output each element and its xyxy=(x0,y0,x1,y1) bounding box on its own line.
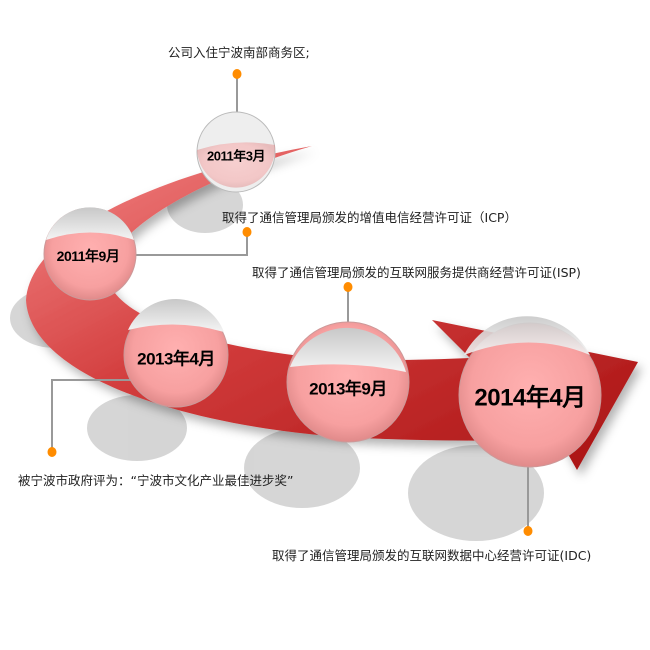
connector-dots xyxy=(47,69,533,536)
date-2013-09: 2013年9月 xyxy=(309,379,387,399)
milestone-text-2011-09: 取得了通信管理局颁发的增值电信经营许可证（ICP） xyxy=(222,210,517,225)
milestone-text-2014-04: 取得了通信管理局颁发的互联网数据中心经营许可证(IDC) xyxy=(272,548,592,563)
date-bubbles xyxy=(43,111,602,468)
date-2014-04: 2014年4月 xyxy=(474,384,586,412)
date-2013-04: 2013年4月 xyxy=(137,349,215,369)
milestone-text-2013-04: 被宁波市政府评为：“宁波市文化产业最佳进步奖” xyxy=(18,473,294,488)
connector-lines xyxy=(51,74,529,531)
milestone-text-2013-09: 取得了通信管理局颁发的互联网服务提供商经营许可证(ISP) xyxy=(252,265,581,280)
date-2011-03: 2011年3月 xyxy=(207,148,265,164)
milestone-text-2011-03: 公司入住宁波南部商务区; xyxy=(168,45,310,60)
date-2011-09: 2011年9月 xyxy=(56,248,120,264)
